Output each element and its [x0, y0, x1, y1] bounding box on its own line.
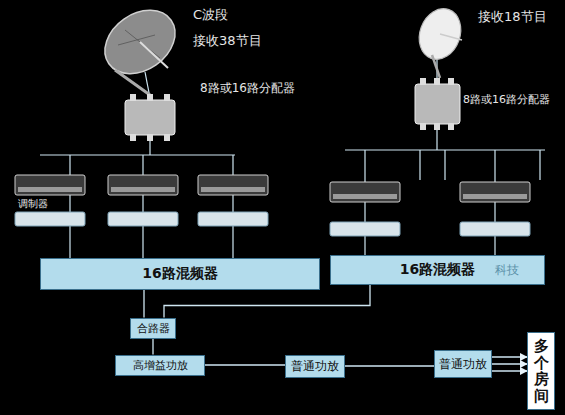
signal-line [152, 339, 153, 355]
node-text: 16路混频器 [142, 265, 217, 283]
program-label: 接收38节目 [193, 32, 262, 50]
signal-line [345, 365, 434, 366]
watermark: 科技 [495, 262, 519, 279]
mixer-box: 16路混频器 [40, 258, 320, 290]
splitter [415, 78, 460, 130]
program-label: 接收18节目 [478, 8, 547, 26]
node-text: 多个房间 [534, 338, 549, 404]
band-label: C波段 [193, 6, 228, 24]
splitter [125, 94, 175, 141]
node-text: 普通功放 [291, 358, 339, 375]
signal-line [492, 363, 527, 364]
satellite-dish [93, 0, 187, 95]
rooms-box: 多个房间 [527, 332, 555, 410]
wiring [40, 58, 545, 258]
node-text: 合路器 [137, 321, 170, 336]
modulator [15, 212, 530, 236]
amplifier-box: 普通功放 [285, 355, 345, 378]
satellite-dish [412, 3, 467, 78]
modulator-label: 调制器 [18, 197, 48, 211]
amplifier-box: 普通功放 [434, 350, 492, 378]
signal-line [205, 364, 285, 365]
node-text: 高增益功放 [133, 358, 188, 373]
signal-line [143, 290, 144, 318]
amplifier-box: 高增益功放 [115, 355, 205, 376]
signal-line [492, 370, 527, 371]
combiner-box: 合路器 [130, 318, 176, 339]
signal-line [492, 356, 527, 357]
node-text: 普通功放 [439, 356, 487, 373]
node-text: 16路混频器 [400, 261, 475, 279]
splitter-label: 8路或16路分配器 [463, 92, 550, 107]
receiver [15, 175, 530, 202]
receiver-panel [18, 187, 527, 199]
splitter-label: 8路或16路分配器 [200, 80, 295, 97]
